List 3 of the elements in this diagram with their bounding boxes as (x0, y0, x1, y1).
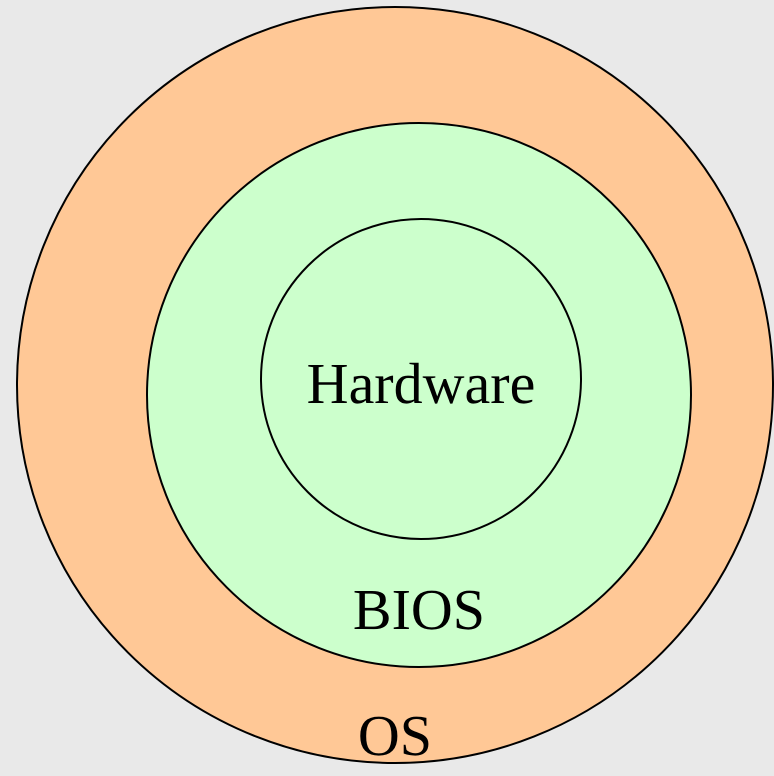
layer-label: BIOS (352, 581, 486, 639)
layer-label: Hardware (306, 355, 536, 413)
layer-label: OS (358, 707, 432, 765)
